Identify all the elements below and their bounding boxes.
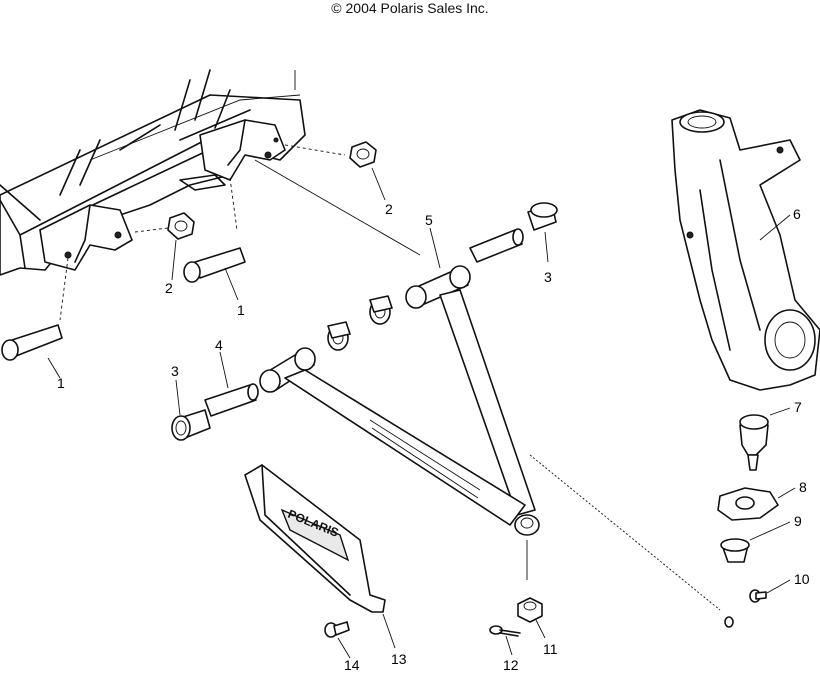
callout-13: 13 [391, 651, 407, 667]
frame [0, 69, 306, 276]
callout-14: 14 [344, 657, 360, 673]
callout-5: 5 [425, 212, 433, 228]
screw-small [724, 616, 734, 628]
copyright-text: © 2004 Polaris Sales Inc. [331, 0, 489, 16]
callout-2-left: 2 [165, 280, 173, 296]
callout-10: 10 [794, 571, 810, 587]
callout-2-top: 2 [385, 201, 393, 217]
shield-bolt [324, 621, 350, 638]
callout-12: 12 [503, 657, 519, 673]
callout-8: 8 [799, 479, 807, 495]
spindle [671, 109, 820, 391]
alignment-lines [59, 144, 721, 611]
callout-1-mid: 1 [237, 302, 245, 318]
a-arm [259, 265, 540, 536]
callout-1-left: 1 [57, 375, 65, 391]
callout-11: 11 [543, 641, 558, 657]
nut-upper [349, 141, 377, 168]
bolt-upper [183, 247, 246, 283]
sleeve-left [204, 383, 259, 417]
callout-9: 9 [794, 513, 802, 529]
callout-3-right: 3 [544, 269, 552, 285]
bushings [327, 295, 393, 351]
callout-6: 6 [793, 206, 801, 222]
flange-bushing-left [171, 409, 211, 441]
callout-leaders [47, 167, 796, 659]
ball-joint [739, 414, 769, 471]
castle-nut [517, 597, 543, 623]
sleeve-right [469, 228, 524, 263]
callout-3-left: 3 [171, 363, 179, 379]
cotter-pin [489, 625, 521, 637]
flange-bushing-right [527, 202, 558, 231]
callout-4: 4 [215, 337, 223, 353]
nut-lower [167, 212, 195, 240]
callout-7: 7 [794, 399, 802, 415]
dust-boot [720, 538, 750, 563]
retainer-plate [717, 487, 779, 521]
bolt-lower [1, 324, 63, 361]
a-arm-shield: POLARIS [244, 464, 386, 613]
screw [749, 589, 767, 603]
